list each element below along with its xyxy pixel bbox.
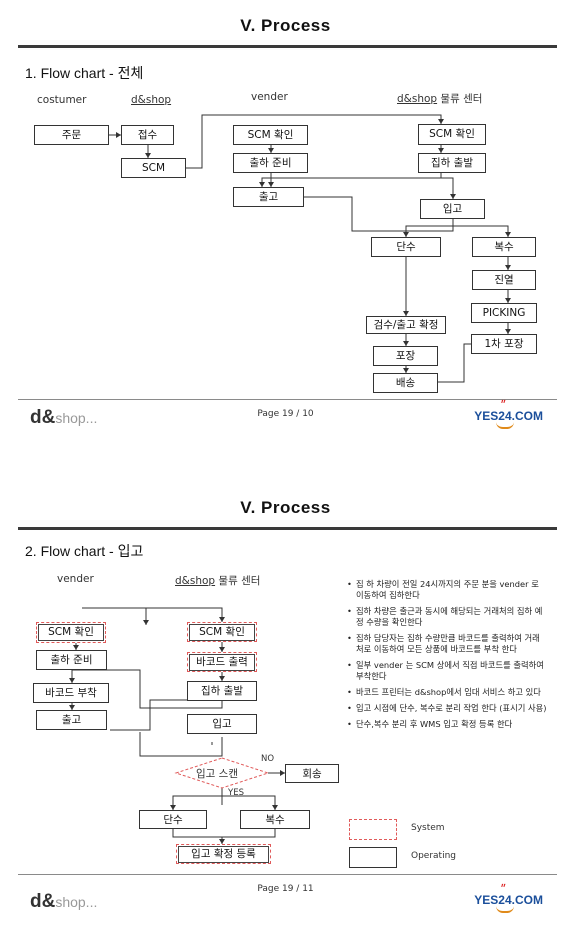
box-center-scm-check: SCM 확인 xyxy=(418,124,486,145)
box-vender-scm-check: SCM 확인 xyxy=(233,125,308,145)
box-barcode-attach: 바코드 부착 xyxy=(33,683,109,703)
page-number: Page 19 / 11 xyxy=(257,884,314,894)
legend-operating-swatch xyxy=(349,847,397,868)
legend-system-label: System xyxy=(411,823,445,833)
yes24-logo-icon: ״YES24.COM xyxy=(474,884,543,913)
process-notes: 집 하 차량이 전일 24시까지의 주문 분을 vender 로 이동하여 집하… xyxy=(347,579,547,735)
slide-process-inbound: V. Process 2. Flow chart - 입고 vender d&s… xyxy=(0,470,571,929)
box-inbound-confirm: 입고 확정 등록 xyxy=(176,844,271,864)
note-item: 바코드 프린터는 d&shop에서 임대 서비스 하고 있다 xyxy=(347,687,547,698)
slide-title: V. Process xyxy=(240,16,331,35)
dshop-logo-icon: d&shop... xyxy=(30,407,98,428)
title-rule xyxy=(18,45,557,48)
box-picking: PICKING xyxy=(471,303,537,323)
box-inbound: 입고 xyxy=(187,714,257,734)
box-first-pack: 1차 포장 xyxy=(471,334,537,354)
box-release: 출고 xyxy=(233,187,304,207)
column-label-costumer: costumer xyxy=(37,94,87,106)
footer-rule xyxy=(18,399,557,400)
decision-yes-label: YES xyxy=(228,788,244,798)
column-label-vender: vender xyxy=(57,573,94,585)
box-scm: SCM xyxy=(121,158,186,178)
column-label-center: d&shop 물류 센터 xyxy=(397,93,483,105)
box-pickup-depart: 집하 출발 xyxy=(418,153,486,173)
box-center-scm-check: SCM 확인 xyxy=(187,622,257,642)
section-subtitle: 2. Flow chart - 입고 xyxy=(25,543,144,559)
box-receipt: 접수 xyxy=(121,125,174,145)
slide-title: V. Process xyxy=(240,498,331,517)
box-single: 단수 xyxy=(139,810,207,829)
box-release: 출고 xyxy=(36,710,107,730)
box-order: 주문 xyxy=(34,125,109,145)
note-item: 입고 시점에 단수, 복수로 분리 작업 한다 (표시기 사용) xyxy=(347,703,547,714)
box-pickup-depart: 집하 출발 xyxy=(187,681,257,701)
box-barcode-print: 바코드 출력 xyxy=(187,652,257,672)
column-label-dshop: d&shop xyxy=(131,94,172,106)
legend-system-swatch xyxy=(349,819,397,840)
title-rule xyxy=(18,527,557,530)
flow-connectors xyxy=(69,607,285,844)
section-subtitle: 1. Flow chart - 전체 xyxy=(25,65,144,81)
box-inspect-release: 검수/출고 확정 xyxy=(366,316,446,334)
yes24-logo-icon: ״YES24.COM xyxy=(474,400,543,429)
note-item: 집하 차량은 출근과 동시에 해당되는 거래처의 집하 예정 수량을 확인한다 xyxy=(347,606,547,628)
slide-process-overall: V. Process 1. Flow chart - 전체 costumer d… xyxy=(0,0,571,445)
box-multiple: 복수 xyxy=(240,810,310,829)
note-item: 일부 vender 는 SCM 상에서 직접 바코드를 출력하여 부착한다 xyxy=(347,660,547,682)
decision-no-label: NO xyxy=(261,754,275,764)
box-ship-prep: 출하 준비 xyxy=(233,153,308,173)
decision-diamond xyxy=(174,757,270,789)
box-delivery: 배송 xyxy=(373,373,438,393)
box-multiple: 복수 xyxy=(472,237,536,257)
footer-rule xyxy=(18,874,557,875)
legend-operating-label: Operating xyxy=(411,851,456,861)
note-item: 단수,복수 분리 후 WMS 입고 확정 등록 한다 xyxy=(347,719,547,730)
box-single: 단수 xyxy=(371,237,441,257)
column-label-vender: vender xyxy=(251,91,288,103)
box-display: 진열 xyxy=(472,270,536,290)
box-return: 회송 xyxy=(285,764,339,783)
column-label-center: d&shop 물류 센터 xyxy=(175,575,261,587)
dshop-logo-icon: d&shop... xyxy=(30,891,98,912)
box-ship-prep: 출하 준비 xyxy=(36,650,107,670)
decision-inbound-scan: 입고 스캔 xyxy=(196,768,238,780)
box-inbound: 입고 xyxy=(420,199,485,219)
box-pack: 포장 xyxy=(373,346,438,366)
flow-connectors xyxy=(109,114,511,383)
note-item: 집 하 차량이 전일 24시까지의 주문 분을 vender 로 이동하여 집하… xyxy=(347,579,547,601)
note-item: 집하 담당자는 집하 수량만큼 바코드를 출력하여 거래처로 이동하여 모든 상… xyxy=(347,633,547,655)
page-number: Page 19 / 10 xyxy=(257,409,314,419)
box-vender-scm-check: SCM 확인 xyxy=(36,622,106,643)
